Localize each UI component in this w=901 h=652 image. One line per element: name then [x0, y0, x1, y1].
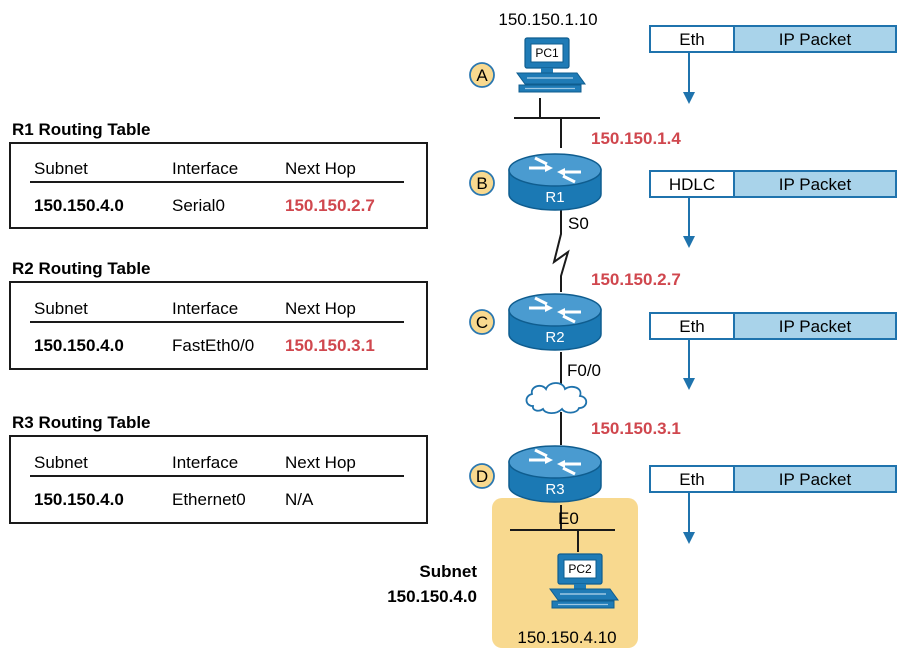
- table-title: R2 Routing Table: [12, 259, 151, 278]
- header-subnet: Subnet: [34, 159, 88, 178]
- cloud-icon: [525, 382, 588, 415]
- frame-b: HDLC IP Packet: [649, 170, 897, 248]
- pc2-label: PC2: [568, 562, 592, 576]
- arrowhead-icon: [683, 378, 695, 390]
- serial-link: [552, 210, 570, 292]
- frame-c: Eth IP Packet: [649, 312, 897, 390]
- router-r2: R2: [507, 292, 603, 352]
- table-title: R3 Routing Table: [12, 413, 151, 432]
- header-interface: Interface: [172, 299, 238, 318]
- r1-interface: S0: [568, 214, 589, 233]
- r2-interface: F0/0: [567, 361, 601, 380]
- header-interface: Interface: [172, 159, 238, 178]
- r3-routing-table: R3 Routing Table Subnet Interface Next H…: [9, 413, 428, 524]
- pc2: PC2: [549, 553, 619, 609]
- pc1: PC1: [516, 37, 586, 93]
- r3-label: R3: [545, 481, 564, 498]
- frame-header-cell: [649, 25, 735, 53]
- frame-d: Eth IP Packet: [649, 465, 897, 544]
- frame-payload: IP Packet: [779, 175, 852, 194]
- subnet-label: Subnet: [419, 562, 477, 581]
- header-next-hop: Next Hop: [285, 453, 356, 472]
- arrowhead-icon: [683, 92, 695, 104]
- pc1-ip: 150.150.1.10: [498, 10, 597, 29]
- r3-ip: 150.150.3.1: [591, 419, 681, 438]
- svg-text:D: D: [476, 467, 488, 486]
- r1-routing-table: R1 Routing Table Subnet Interface Next H…: [9, 120, 428, 229]
- svg-text:A: A: [476, 66, 488, 85]
- header-next-hop: Next Hop: [285, 159, 356, 178]
- step-marker-a: A: [469, 62, 495, 88]
- row-interface: Ethernet0: [172, 490, 246, 509]
- row-next-hop: N/A: [285, 490, 314, 509]
- frame-payload-cell: [733, 312, 897, 340]
- frame-a: Eth IP Packet: [649, 25, 897, 104]
- frame-payload-cell: [733, 170, 897, 198]
- router-r1: R1: [507, 152, 603, 212]
- svg-text:C: C: [476, 313, 488, 332]
- frame-payload: IP Packet: [779, 30, 852, 49]
- r3-interface: E0: [558, 509, 579, 528]
- r1-label: R1: [545, 189, 564, 206]
- step-marker-d: D: [469, 463, 495, 489]
- row-interface: FastEth0/0: [172, 336, 254, 355]
- pc2-ip: 150.150.4.10: [517, 628, 616, 647]
- subnet-address: 150.150.4.0: [387, 587, 477, 606]
- frame-payload-cell: [733, 465, 897, 493]
- network-links: [510, 98, 615, 552]
- arrowhead-icon: [683, 236, 695, 248]
- step-marker-c: C: [469, 309, 495, 335]
- r2-routing-table: R2 Routing Table Subnet Interface Next H…: [9, 259, 428, 370]
- frame-header-cell: [649, 170, 735, 198]
- table-title: R1 Routing Table: [12, 120, 151, 139]
- row-next-hop: 150.150.3.1: [285, 336, 375, 355]
- frame-header: HDLC: [669, 175, 715, 194]
- frame-payload: IP Packet: [779, 317, 852, 336]
- table-frame: [9, 142, 428, 229]
- svg-text:B: B: [476, 174, 487, 193]
- row-subnet: 150.150.4.0: [34, 196, 124, 215]
- row-next-hop: 150.150.2.7: [285, 196, 375, 215]
- pc1-label: PC1: [535, 46, 559, 60]
- header-interface: Interface: [172, 453, 238, 472]
- arrowhead-icon: [683, 532, 695, 544]
- row-subnet: 150.150.4.0: [34, 490, 124, 509]
- frame-header-cell: [649, 465, 735, 493]
- frame-header: Eth: [679, 317, 705, 336]
- row-subnet: 150.150.4.0: [34, 336, 124, 355]
- row-interface: Serial0: [172, 196, 225, 215]
- frame-header: Eth: [679, 470, 705, 489]
- header-next-hop: Next Hop: [285, 299, 356, 318]
- header-subnet: Subnet: [34, 299, 88, 318]
- r2-label: R2: [545, 329, 564, 346]
- frame-header-cell: [649, 312, 735, 340]
- table-frame: [9, 281, 428, 370]
- header-subnet: Subnet: [34, 453, 88, 472]
- frame-payload-cell: [733, 25, 897, 53]
- frame-payload: IP Packet: [779, 470, 852, 489]
- frame-header: Eth: [679, 30, 705, 49]
- r2-ip: 150.150.2.7: [591, 270, 681, 289]
- table-frame: [9, 435, 428, 524]
- router-r3: R3: [507, 444, 603, 504]
- r1-ip: 150.150.1.4: [591, 129, 681, 148]
- step-marker-b: B: [469, 170, 495, 196]
